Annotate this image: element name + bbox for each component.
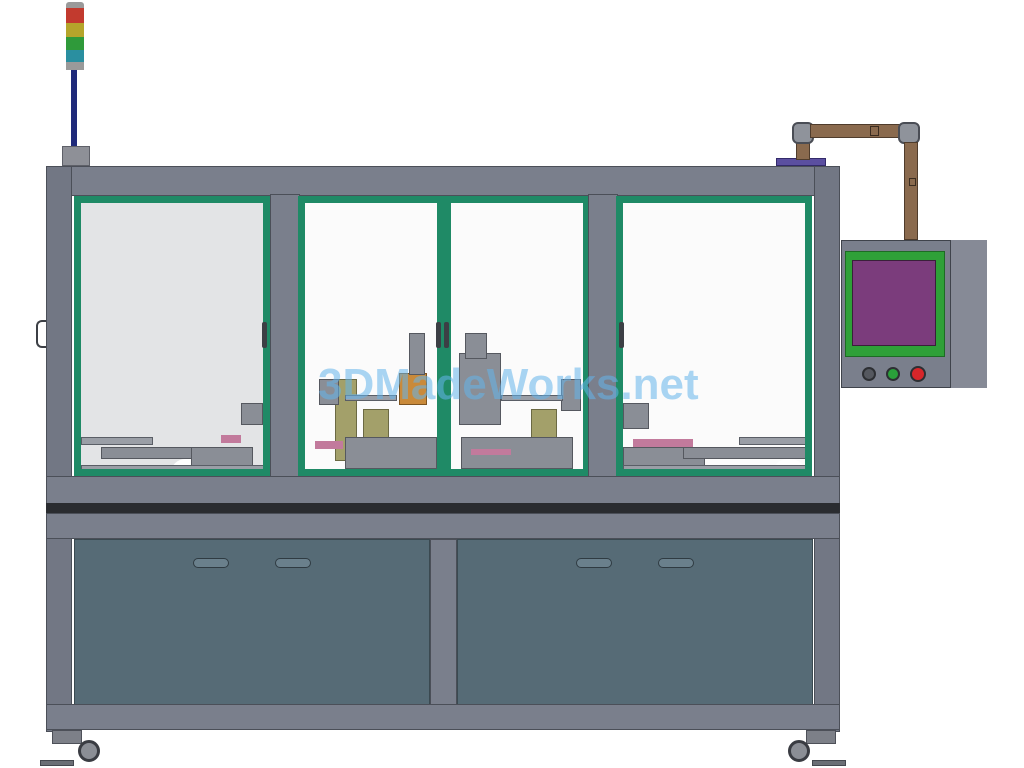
frame-lower-beam	[46, 513, 840, 539]
cabinet-handle-slot[interactable]	[658, 558, 694, 568]
caster-mount-left	[52, 730, 82, 744]
frame-dark-strip	[46, 503, 840, 513]
door-panel-2[interactable]	[298, 196, 444, 476]
sensor-unit	[241, 403, 263, 425]
caster-wheel-left	[78, 740, 100, 762]
press-unit	[459, 353, 501, 425]
door-panel-3[interactable]	[444, 196, 590, 476]
door-panel-1[interactable]	[74, 196, 270, 476]
door-handle-3[interactable]	[444, 322, 449, 348]
conveyor-rail-2	[739, 437, 805, 445]
sensor-unit-2	[623, 403, 649, 429]
conveyor-rail	[81, 437, 153, 445]
pipe-vertical-right	[904, 142, 918, 240]
stack-light-yellow	[66, 23, 84, 37]
cabinet-handle-slot[interactable]	[275, 558, 311, 568]
cabinet-door-left[interactable]	[74, 539, 430, 705]
door-handle-4[interactable]	[619, 322, 624, 348]
vertical-cylinder	[409, 333, 425, 375]
leveling-foot-right	[812, 760, 846, 766]
pipe-horizontal	[810, 124, 900, 138]
stack-light-cap	[66, 2, 84, 8]
pink-bracket-4	[633, 439, 693, 447]
base-block	[345, 437, 437, 469]
stack-light-bottom	[66, 62, 84, 70]
press-head	[465, 333, 487, 359]
shaft-2	[501, 395, 563, 401]
gripper-2	[561, 379, 581, 411]
stack-light-green	[66, 37, 84, 50]
mullion-2	[588, 194, 618, 478]
frame-mid-beam	[46, 476, 840, 504]
cabinet-divider	[430, 539, 457, 705]
frame-bottom-beam	[46, 704, 840, 730]
base-plate	[81, 465, 263, 469]
mullion-1	[270, 194, 300, 478]
cabinet-handle-slot[interactable]	[576, 558, 612, 568]
pipe-fitting	[870, 126, 879, 136]
shaft	[345, 395, 397, 401]
gripper	[319, 379, 339, 405]
door-handle-1[interactable]	[262, 322, 267, 348]
control-panel-side	[950, 240, 987, 388]
stack-light-base	[62, 146, 90, 166]
side-latch[interactable]	[36, 320, 46, 348]
stack-light-red	[66, 8, 84, 23]
leveling-foot-left	[40, 760, 74, 766]
door-handle-2[interactable]	[436, 322, 441, 348]
pink-bracket-3	[471, 449, 511, 455]
pipe-elbow-right	[898, 122, 920, 144]
caster-mount-right	[806, 730, 836, 744]
cabinet-door-right[interactable]	[457, 539, 813, 705]
frame-post-left	[46, 166, 72, 732]
pink-bracket	[221, 435, 241, 443]
conveyor-belt-2	[683, 447, 805, 459]
stack-light-blue	[66, 50, 84, 62]
orange-actuator	[399, 373, 427, 405]
pink-bracket-2	[315, 441, 343, 449]
roller-2	[773, 459, 805, 469]
hmi-screen[interactable]	[852, 260, 936, 346]
green-button[interactable]	[886, 367, 900, 381]
caster-wheel-right	[788, 740, 810, 762]
pipe-fitting-small	[909, 178, 916, 186]
actuator-block	[191, 447, 253, 469]
gray-button[interactable]	[862, 367, 876, 381]
frame-top-beam	[46, 166, 840, 196]
stack-light-pole	[71, 70, 77, 150]
door-panel-4[interactable]	[616, 196, 812, 476]
red-button[interactable]	[910, 366, 926, 382]
base-plate-2	[623, 465, 805, 469]
cabinet-handle-slot[interactable]	[193, 558, 229, 568]
frame-post-right	[814, 166, 840, 732]
